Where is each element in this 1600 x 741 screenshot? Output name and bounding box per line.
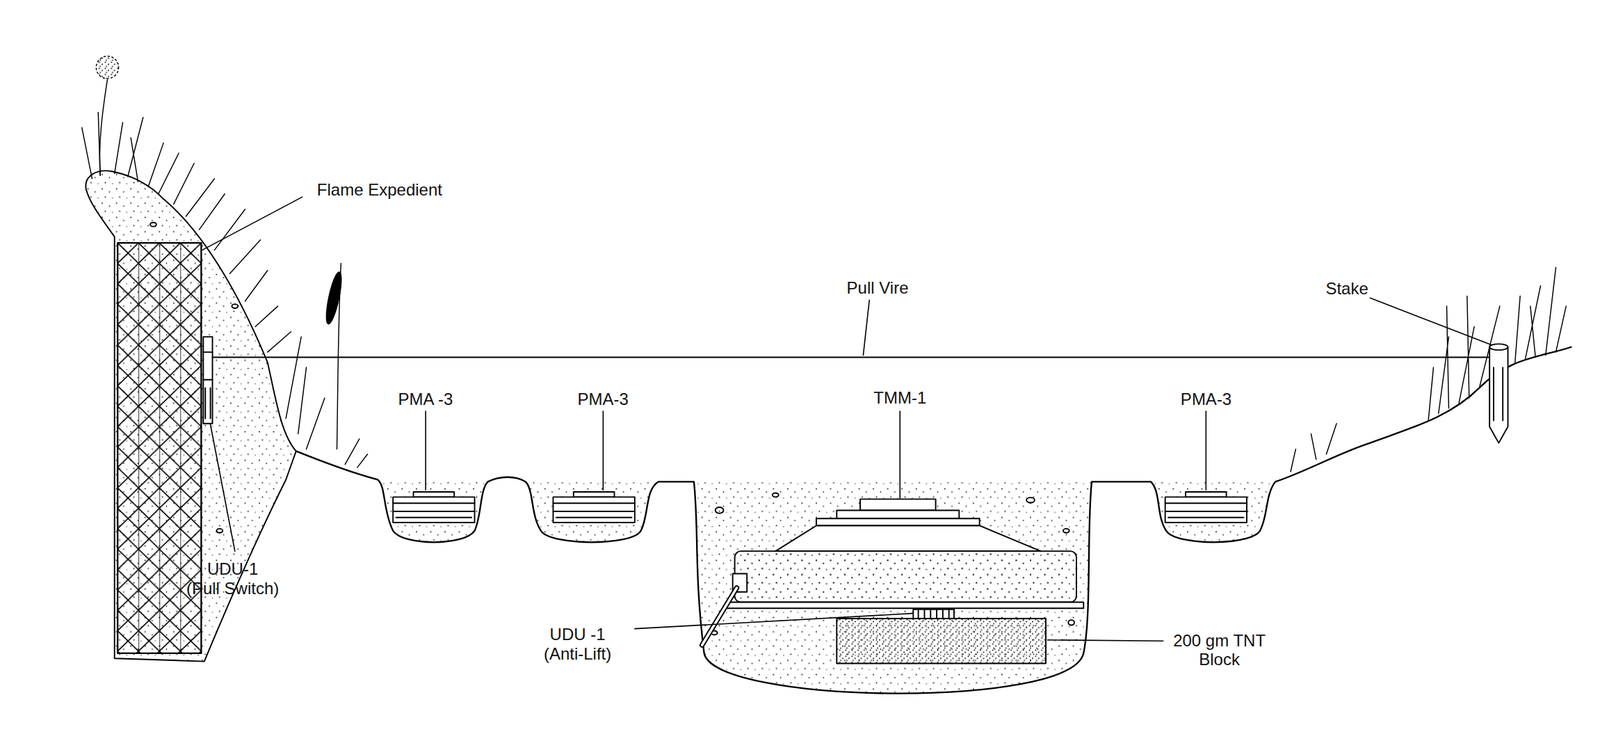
part-label: TMM-1 bbox=[873, 388, 927, 409]
pull-switch bbox=[203, 336, 213, 424]
pma3-mine bbox=[392, 491, 475, 523]
part-label: UDU-1 (Pull Switch) bbox=[182, 559, 284, 598]
stake-detail bbox=[1493, 367, 1503, 420]
grass bbox=[82, 56, 1566, 472]
tnt-block bbox=[836, 618, 1046, 664]
part-label: PMA-3 bbox=[1180, 389, 1232, 409]
earth-bank bbox=[85, 170, 296, 661]
part-label: PMA -3 bbox=[398, 389, 454, 409]
stake-top bbox=[1489, 343, 1508, 350]
pma3-mine bbox=[1165, 491, 1247, 523]
part-label: Flame Expedient bbox=[317, 180, 443, 200]
pull-switch-detail bbox=[203, 351, 213, 418]
pma3-mine bbox=[553, 491, 635, 523]
part-label: PMA-3 bbox=[577, 389, 629, 409]
ground-line bbox=[296, 346, 1572, 694]
part-label: Stake bbox=[1325, 278, 1368, 299]
leader-line bbox=[202, 196, 1492, 641]
backfill bbox=[693, 481, 1092, 693]
stake bbox=[1489, 346, 1508, 443]
part-label: UDU -1 (Anti-Lift) bbox=[538, 624, 617, 663]
part-label: 200 gm TNT Block bbox=[1167, 630, 1272, 669]
anti-lift-device bbox=[912, 609, 955, 619]
part-label: Pull Vire bbox=[846, 278, 909, 298]
pull-wire bbox=[212, 356, 1491, 358]
